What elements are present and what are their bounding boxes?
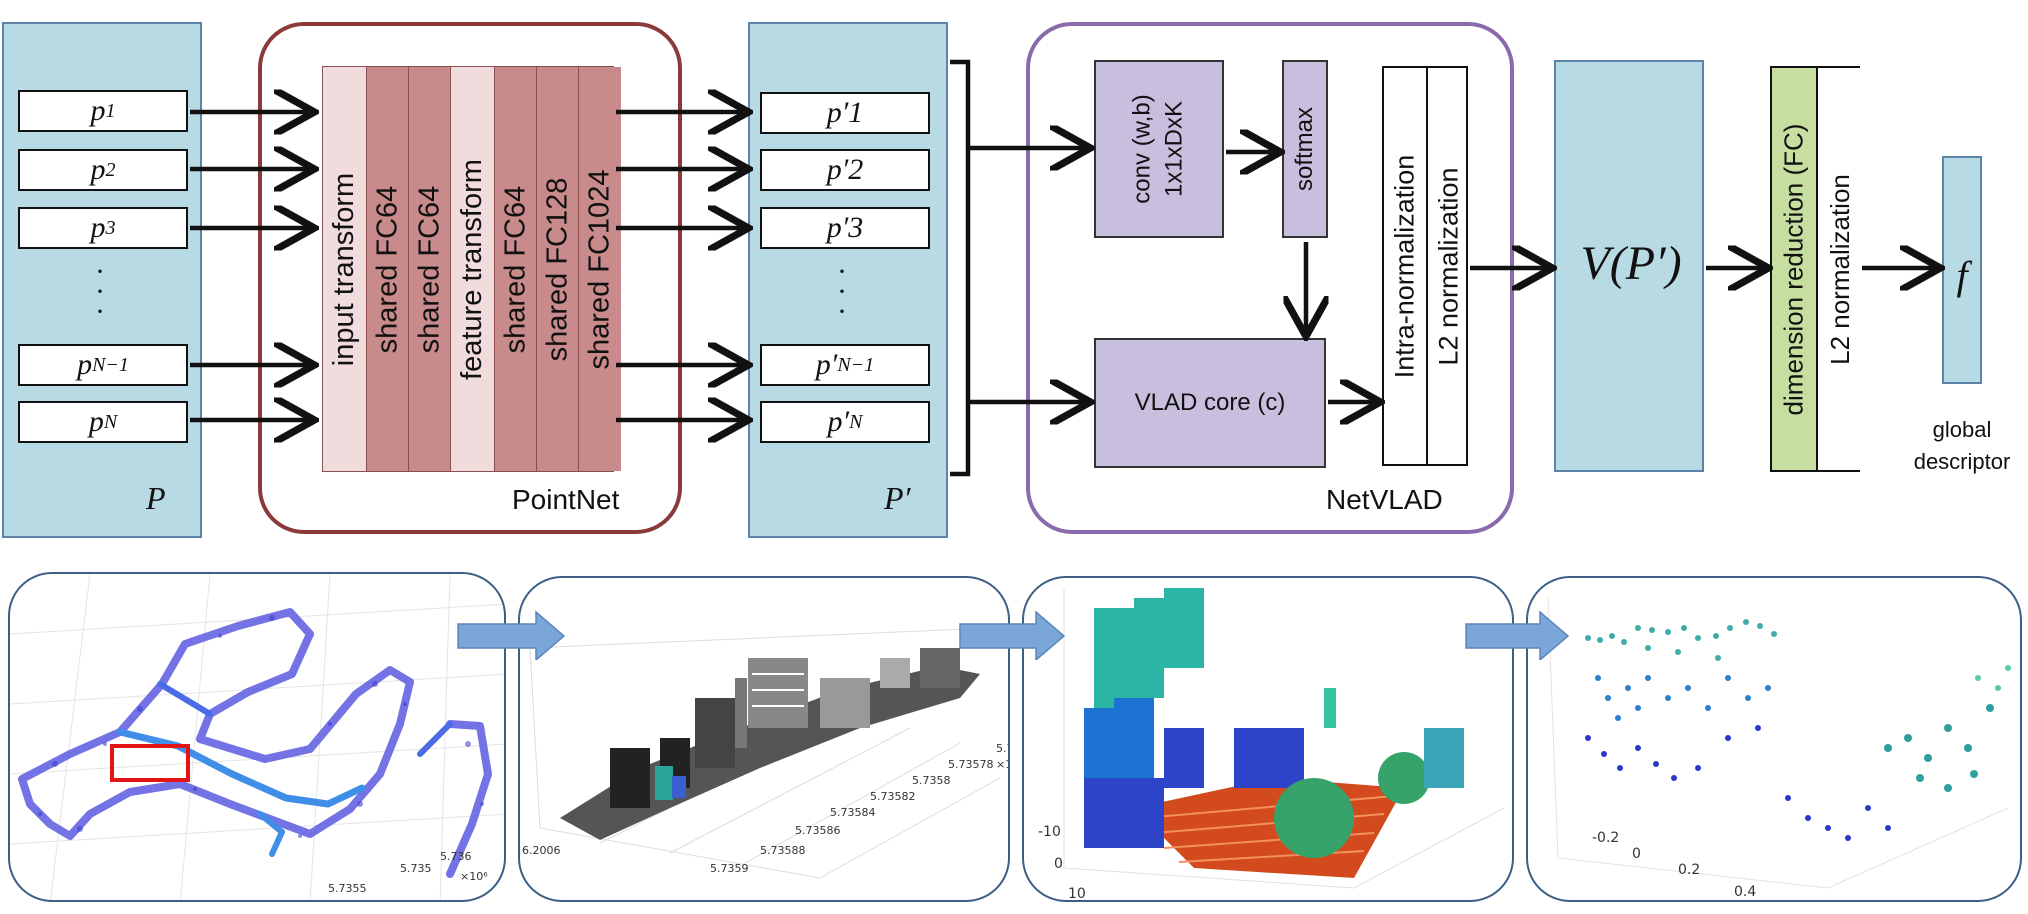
sparse-tick-2: 0 <box>1632 846 1641 862</box>
feature-point-N: p′N <box>760 401 930 443</box>
vlad-vector-label: V(P′) <box>1580 237 1682 290</box>
layer-feature-transform: feature transform <box>451 67 495 471</box>
pointnet-layer-stack: input transform shared FC64 shared FC64 … <box>322 66 621 472</box>
thumbnail-flow-arrows <box>457 610 1570 660</box>
sparse-cloud-thumbnail: -0.2 0 0.2 0.4 <box>1526 576 2022 902</box>
colored-tick-3: 10 <box>1068 886 1086 902</box>
vlad-core-box: VLAD core (c) <box>1094 338 1326 468</box>
feature-point-1: p′1 <box>760 92 930 134</box>
street-tick-8: 5.73578 <box>948 758 994 771</box>
street-cloud-thumbnail: 6.2006 5.7359 5.73588 5.73586 5.73584 5.… <box>518 576 1010 902</box>
map-thumbnail: 5.7355 5.736 5.735 ×10⁶ <box>8 572 506 902</box>
street-tick-2: 5.7359 <box>710 862 749 875</box>
conv-box: conv (w,b) 1x1xDxK <box>1094 60 1224 238</box>
street-tick-7: 5.7358 <box>912 774 951 787</box>
sparse-tick-1: -0.2 <box>1592 830 1620 846</box>
netvlad-label: NetVLAD <box>1326 484 1443 515</box>
map-tick-2: 5.736 <box>440 850 472 863</box>
softmax-box: softmax <box>1282 60 1328 238</box>
map-tick-exponent: ×10⁶ <box>460 870 488 883</box>
street-tick-1: 6.2006 <box>522 844 561 857</box>
map-tick-1: 5.7355 <box>328 882 367 895</box>
reduction-stack: dimension reduction (FC) L2 normalizatio… <box>1770 66 1862 472</box>
street-tick-exponent: ×10⁶ <box>996 758 1008 771</box>
feature-point-3: p′3 <box>760 207 930 249</box>
layer-shared-fc1024: shared FC1024 <box>579 67 621 471</box>
feature-point-N-1: p′N−1 <box>760 344 930 386</box>
layer-shared-fc64-c: shared FC64 <box>495 67 537 471</box>
layer-shared-fc64-a: shared FC64 <box>367 67 409 471</box>
sparse-tick-4: 0.4 <box>1734 884 1757 900</box>
global-descriptor-caption: global descriptor <box>1913 417 2011 474</box>
vlad-vector-panel <box>1554 60 1704 472</box>
street-tick-6: 5.73582 <box>870 790 916 803</box>
input-ellipsis: ··· <box>95 255 105 328</box>
feature-bracket <box>950 59 971 477</box>
intra-normalization-layer: Intra-normalization <box>1384 68 1428 464</box>
input-set-label: P <box>146 480 166 516</box>
normalization-stack: Intra-normalization L2 normalization <box>1382 66 1468 466</box>
selected-region-marker <box>110 744 190 782</box>
colored-tick-2: 0 <box>1054 856 1063 872</box>
pipeline-arrows <box>190 59 2028 477</box>
colored-cloud-thumbnail: -10 0 10 <box>1022 576 1514 902</box>
street-tick-3: 5.73588 <box>760 844 806 857</box>
layer-shared-fc128: shared FC128 <box>537 67 579 471</box>
layer-shared-fc64-b: shared FC64 <box>409 67 451 471</box>
descriptor-symbol: f <box>1956 253 1968 298</box>
feature-point-2: p′2 <box>760 149 930 191</box>
sparse-tick-3: 0.2 <box>1678 862 1701 878</box>
pointnet-label: PointNet <box>512 484 620 515</box>
pointnet-block <box>258 22 682 534</box>
street-tick-4: 5.73586 <box>795 824 841 837</box>
feature-set-label: P′ <box>884 480 911 516</box>
output-l2-normalization-layer: L2 normalization <box>1818 68 1862 470</box>
layer-input-transform: input transform <box>323 67 367 471</box>
flow-arrow-1 <box>457 610 566 660</box>
street-tick-5: 5.73584 <box>830 806 876 819</box>
street-tick-9: 5.7357 <box>996 742 1008 755</box>
flow-arrow-2 <box>959 610 1066 660</box>
colored-tick-1: -10 <box>1038 824 1061 840</box>
flow-arrow-3 <box>1465 610 1570 660</box>
dimension-reduction-layer: dimension reduction (FC) <box>1772 68 1818 470</box>
vlad-core-label: VLAD core (c) <box>1134 389 1286 416</box>
feature-ellipsis: ··· <box>837 255 847 328</box>
map-tick-3: 5.735 <box>400 862 432 875</box>
